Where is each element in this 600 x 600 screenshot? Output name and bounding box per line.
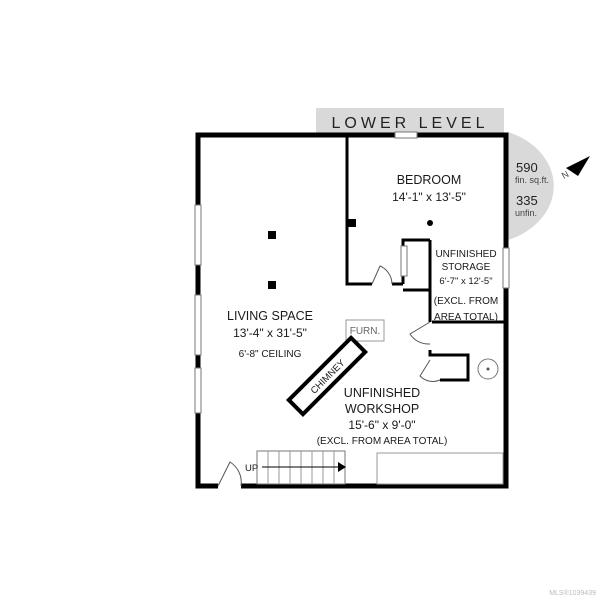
unfinished-area-value: 335	[516, 193, 538, 208]
finished-area-value: 590	[516, 160, 538, 175]
furnace-label: FURN.	[350, 326, 381, 337]
window-left-3	[194, 367, 202, 414]
stairs-label: UP	[245, 463, 258, 474]
title-banner	[316, 108, 504, 134]
bedroom-light	[427, 220, 433, 226]
window-left-1	[194, 204, 202, 266]
living-name: LIVING SPACE	[227, 309, 313, 323]
entry-door	[217, 461, 242, 487]
storage-dims: 6'-7" x 12'-5"	[439, 276, 492, 287]
storage-note-2: AREA TOTAL)	[434, 312, 498, 323]
storage-note-1: (EXCL. FROM	[434, 296, 498, 307]
living-column-1	[268, 231, 276, 239]
window-top	[394, 131, 418, 139]
finished-area-label: fin. sq.ft.	[515, 175, 549, 185]
workshop-name-1: UNFINISHED	[344, 386, 420, 400]
bedroom-wall	[345, 135, 372, 286]
mls-number: MLS®1039439	[549, 589, 596, 597]
living-ceiling: 6'-8" CEILING	[239, 349, 302, 360]
water-heater-icon	[477, 358, 499, 380]
outer-wall	[195, 132, 509, 489]
window-right-1	[502, 247, 510, 289]
compass-badge	[508, 132, 554, 240]
unfinished-area-label: unfin.	[515, 208, 537, 218]
stairs	[256, 450, 346, 485]
window-left-2	[194, 294, 202, 356]
bedroom-door	[371, 265, 393, 285]
workshop-dims: 15'-6" x 9'-0"	[348, 418, 415, 432]
bedroom-column	[348, 219, 356, 227]
living-column-2	[268, 281, 276, 289]
chimney: CHIMNEY	[285, 334, 369, 418]
living-dims: 13'-4" x 31'-5"	[233, 326, 307, 340]
bedroom-dims: 14'-1" x 13'-5"	[392, 190, 466, 204]
stairs-arrow-icon	[338, 462, 346, 472]
storage-name-2: STORAGE	[442, 262, 491, 273]
workshop-note: (EXCL. FROM AREA TOTAL)	[317, 436, 448, 447]
utility-closet-wall	[428, 350, 470, 382]
closet-door	[400, 245, 408, 277]
furnace-box	[345, 319, 385, 342]
bedroom-name: BEDROOM	[397, 173, 462, 187]
water-heater-dot	[486, 367, 490, 371]
storage-name-1: UNFINISHED	[435, 249, 496, 260]
workshop-name-2: WORKSHOP	[345, 402, 419, 416]
north-label: N	[560, 169, 571, 181]
level-title: LOWER LEVEL	[332, 115, 489, 132]
storage-door	[409, 321, 431, 345]
workbench	[376, 452, 504, 485]
north-arrow-icon	[566, 156, 590, 176]
utility-door	[419, 359, 441, 382]
